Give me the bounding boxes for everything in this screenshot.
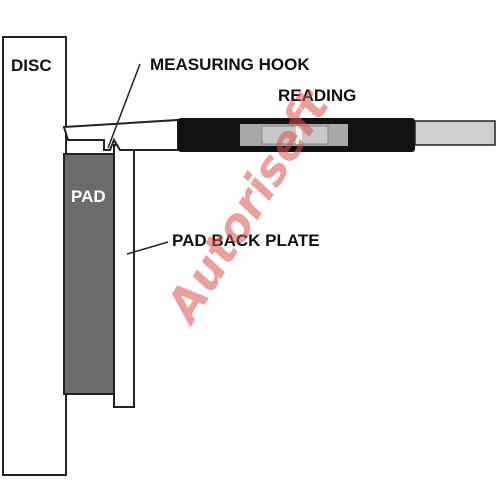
- measuring-hook: [62, 118, 179, 151]
- pad-back-plate: [113, 144, 135, 408]
- watermark-logo: Autoriseft: [154, 79, 341, 333]
- measuring-gauge: [62, 118, 496, 152]
- measuring-hook-label: MEASURING HOOK: [150, 55, 310, 74]
- disc: [2, 36, 67, 476]
- pad-back-plate-label: PAD BACK PLATE: [172, 231, 320, 250]
- reading-label: READING: [278, 86, 356, 105]
- pad-back-plate-leader: [126, 241, 169, 255]
- disc-label: DISC: [11, 56, 52, 75]
- reading-scale: [261, 125, 329, 145]
- pad: [63, 153, 115, 395]
- gauge-rod: [414, 120, 496, 146]
- measuring-hook-leader: [107, 63, 141, 149]
- pad-label: PAD: [71, 187, 106, 206]
- reading-marker: [296, 126, 302, 144]
